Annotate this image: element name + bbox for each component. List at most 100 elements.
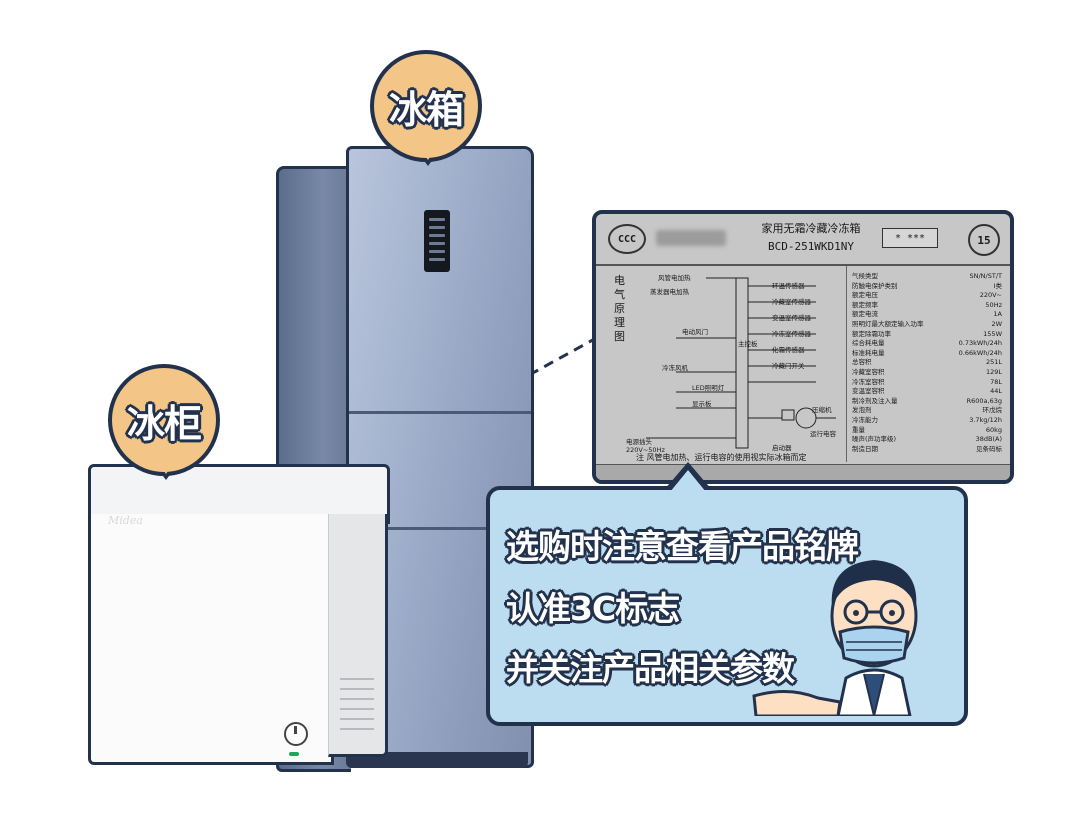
spec-key: 重量 xyxy=(852,425,865,434)
tip-line-3: 并关注产品相关参数 xyxy=(506,649,795,688)
spec-key: 综合耗电量 xyxy=(852,339,885,348)
spec-key: 防触电保护类别 xyxy=(852,281,898,290)
spec-value: 155W xyxy=(983,329,1002,338)
diagram-label: 显示板 xyxy=(692,400,712,408)
spec-value: 见条码标 xyxy=(976,444,1002,453)
diagram-label: 启动器 xyxy=(772,444,792,452)
spec-value: 2W xyxy=(991,320,1002,328)
spec-value: 3.7kg/12h xyxy=(969,416,1002,424)
spec-row: 额定电流 1A xyxy=(852,310,1002,319)
diagram-label: 变温室传感器 xyxy=(772,314,811,322)
spec-value: 0.73kWh/24h xyxy=(958,339,1002,348)
pin-circle xyxy=(370,50,482,162)
spec-row: 标准耗电量 0.66kWh/24h xyxy=(852,349,1002,358)
spec-key: 冷冻室容积 xyxy=(852,377,885,386)
diagram-label: 主控板 xyxy=(738,340,758,348)
spec-key: 制造日期 xyxy=(852,444,878,453)
spec-row: 气候类型 SN/N/ST/T xyxy=(852,272,1002,281)
spec-key: 额定电压 xyxy=(852,291,878,300)
spec-row: 冷冻能力 3.7kg/12h xyxy=(852,416,1002,425)
fridge-label-pin: 冰箱 xyxy=(370,50,488,168)
spec-row: 照明灯最大额定输入功率 2W xyxy=(852,320,1002,329)
spec-key: 发泡剂 xyxy=(852,406,872,415)
freezer-side xyxy=(328,514,388,757)
fridge-label: 冰箱 xyxy=(388,87,464,132)
vent-slot xyxy=(340,698,374,700)
spec-value: 60kg xyxy=(985,425,1002,434)
vent-slot xyxy=(340,728,374,730)
spec-value: 220V~ xyxy=(979,291,1002,300)
nameplate-footer xyxy=(596,464,1010,480)
diagram-label: 电动风门 xyxy=(682,328,708,336)
tip-line-2: 认准3C标志 xyxy=(506,589,680,628)
spec-row: 额定除霜功率 155W xyxy=(852,330,1002,339)
spec-key: 额定除霜功率 xyxy=(852,329,891,338)
blurred-brand xyxy=(656,230,726,246)
fridge-base xyxy=(346,752,528,768)
fridge-door-seam xyxy=(349,411,531,414)
spec-value: 38dB(A) xyxy=(975,435,1002,444)
freezer-label-pin: 冰柜 xyxy=(108,364,226,482)
chest-freezer-image: Midea xyxy=(88,464,390,776)
vent-slot xyxy=(340,678,374,680)
spec-row: 制冷剂及注入量 R600a,63g xyxy=(852,397,1002,406)
diagram-label: 冷冻风机 xyxy=(662,364,688,372)
freezer-brand-logo: Midea xyxy=(108,514,143,527)
diagram-label: 化霜传感器 xyxy=(772,346,805,354)
diagram-note: 注 风管电加热、运行电容的使用视实际冰箱而定 xyxy=(636,453,807,462)
nameplate-header: CCC 家用无霜冷藏冷冻箱 BCD-251WKD1NY * *** 15 xyxy=(596,214,1010,266)
vent-slot xyxy=(340,708,374,710)
spec-row: 额定电压 220V~ xyxy=(852,291,1002,300)
wiring-diagram xyxy=(646,277,836,449)
model-number: BCD-251WKD1NY xyxy=(767,240,855,253)
freezer-star-rating: * *** xyxy=(882,228,938,248)
spec-key: 气候类型 xyxy=(852,272,878,280)
thermostat-knob xyxy=(284,722,308,746)
spec-key: 额定频率 xyxy=(852,300,878,309)
fridge-control-panel xyxy=(424,210,450,272)
spec-value: 环戊烷 xyxy=(982,406,1003,415)
spec-key: 标准耗电量 xyxy=(852,348,885,357)
spec-row: 发泡剂 环戊烷 xyxy=(852,406,1002,415)
spec-value: R600a,63g xyxy=(966,396,1002,405)
spec-value: 44L xyxy=(990,387,1002,396)
spec-row: 重量 60kg xyxy=(852,426,1002,435)
spec-row: 制造日期 见条码标 xyxy=(852,445,1002,454)
spec-row: 综合耗电量 0.73kWh/24h xyxy=(852,339,1002,348)
freezer-label: 冰柜 xyxy=(126,401,202,446)
spec-value: 1A xyxy=(993,310,1002,319)
diagram-label: 蒸发器电加热 xyxy=(650,288,689,296)
eco-period-icon: 15 xyxy=(968,224,1000,256)
doctor-illustration xyxy=(752,560,918,716)
diagram-label: 冷藏室传感器 xyxy=(772,298,811,306)
spec-key: 总容积 xyxy=(852,358,872,367)
vent-slot xyxy=(340,688,374,690)
spec-key: 制冷剂及注入量 xyxy=(852,396,898,405)
spec-value: 129L xyxy=(985,368,1002,376)
spec-value: 50Hz xyxy=(985,300,1002,309)
diagram-label: 运行电容 xyxy=(810,430,836,438)
diagram-label: 风管电加热 xyxy=(658,274,691,282)
product-nameplate: CCC 家用无霜冷藏冷冻箱 BCD-251WKD1NY * *** 15 电气原… xyxy=(592,210,1014,484)
ccc-mark-icon: CCC xyxy=(608,224,646,254)
spec-value: SN/N/ST/T xyxy=(969,272,1003,280)
spec-row: 额定频率 50Hz xyxy=(852,301,1002,310)
diagram-label: 冷冻室传感器 xyxy=(772,330,811,338)
diagram-label: 压缩机 xyxy=(812,406,832,414)
product-name: 家用无霜冷藏冷冻箱 xyxy=(761,222,861,235)
pin-circle xyxy=(108,364,220,476)
spec-key: 额定电流 xyxy=(852,310,878,319)
tip-line-1: 选购时注意查看产品铭牌 xyxy=(506,527,859,566)
spec-row: 噪声(声功率级)38dB(A) xyxy=(852,435,1002,444)
spec-key: 照明灯最大额定输入功率 xyxy=(852,320,924,328)
spec-divider xyxy=(846,266,847,462)
fridge-door-seam xyxy=(349,527,531,530)
spec-value: 0.66kWh/24h xyxy=(958,348,1002,357)
spec-key: 冷冻能力 xyxy=(852,416,878,424)
diagram-label: 环温传感器 xyxy=(772,282,805,290)
